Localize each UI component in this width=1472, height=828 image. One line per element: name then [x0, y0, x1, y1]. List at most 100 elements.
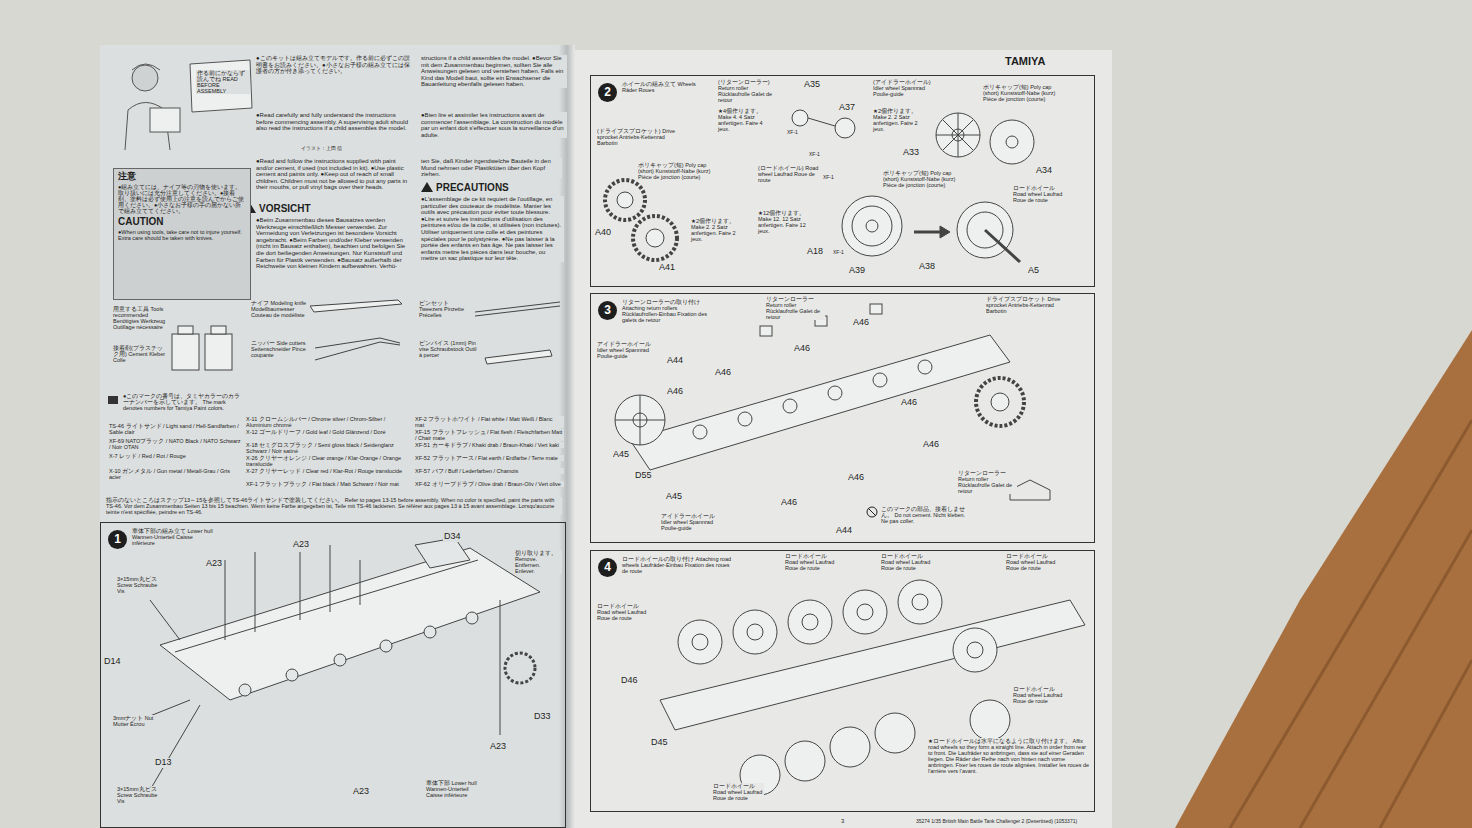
instruction-text: 用意する工具 Tools recommended Benötigtes Werk…: [112, 306, 169, 330]
instruction-text: ドライブスプロケット Drive sprocket Antriebs-Kette…: [985, 296, 1069, 314]
instruction-text: XF-57 バフ / Buff / Lederfarben / Chamois: [414, 468, 564, 474]
reader-illustration: [125, 60, 252, 150]
step-heading: ロードホイールの取り付け Attaching road wheels Laufr…: [622, 556, 732, 574]
part-number: A46: [900, 398, 918, 408]
instruction-text: ポリキャップ(短) Poly cap (short) Kunststoff-Na…: [637, 162, 719, 180]
part-number: PRECAUTIONS: [435, 182, 510, 193]
lower-hull-illustration: [140, 538, 540, 790]
part-number: A23: [205, 559, 223, 569]
caution-text: ●When using tools, take care not to inju…: [118, 229, 246, 241]
instruction-text: ●Read carefully and fully understand the…: [255, 112, 412, 132]
instruction-text: (アイドラーホイール) Idler wheel Spannrad Poulie-…: [872, 79, 936, 97]
caution-heading: 注意: [118, 172, 246, 182]
instruction-text: リターンローラー Return roller Rücklaufrolle Gal…: [765, 296, 825, 320]
part-number: A41: [658, 263, 676, 273]
return-roller-illustration: [615, 304, 1050, 500]
part-number: A46: [852, 318, 870, 328]
part-number: D46: [620, 676, 639, 686]
instruction-text: (ロードホイール) Road wheel Laufrad Roue de rou…: [757, 165, 821, 183]
part-number: A44: [666, 356, 684, 366]
instruction-text: ★ロードホイールは水平になるように取り付けます。 Affix road whee…: [927, 738, 1091, 774]
instruction-text: ★2個作ります。 Make 2. 2 Satz anfertigen. Fair…: [872, 108, 924, 132]
instruction-text: 3: [840, 818, 845, 825]
part-number: A5: [1027, 266, 1040, 276]
part-number: A37: [838, 103, 856, 113]
instruction-text: XF-2 フラットホワイト / Flat white / Matt Weiß /…: [414, 416, 564, 428]
instruction-text: ●Beim Zusammenbau dieses Bausatzes werde…: [255, 217, 412, 270]
part-number: A33: [902, 148, 920, 158]
instruction-text: ピンセット Tweezers Pinzette Précelles: [418, 300, 475, 318]
instruction-text: アイドラーホイール Idler wheel Spannrad Poulie-gu…: [596, 341, 653, 359]
caution-text: ●組み立てには、ナイフ等の刃物を使います。取り扱いには充分注意してください。●接…: [118, 184, 246, 214]
part-number: A40: [594, 228, 612, 238]
instruction-text: ロードホイール Road wheel Laufrad Roue de route: [784, 553, 836, 571]
part-number: A23: [352, 787, 370, 797]
instruction-text: ナイフ Modeling knife Modellbaumesser Coute…: [250, 300, 310, 318]
instruction-text: X-11 クロームシルバー / Chrome silver / Chrom-Si…: [245, 416, 412, 428]
part-number: A38: [918, 262, 936, 272]
part-number: A44: [835, 526, 853, 536]
instruction-text: XF-62 オリーブドラブ / Olive drab / Braun-Oliv …: [414, 481, 564, 487]
instruction-text: 指示のないところはステップ13～15を参照してTS-46ライトサンドで塗装してく…: [105, 497, 562, 515]
part-number: VORSICHT: [258, 203, 312, 214]
caution-box: 注意 ●組み立てには、ナイフ等の刃物を使います。取り扱いには充分注意してください。…: [113, 168, 251, 300]
instruction-text: ロードホイール Road wheel Laufrad Roue de route: [596, 603, 648, 621]
part-number: A46: [714, 368, 732, 378]
instruction-text: ●L'assemblage de ce kit requiert de l'ou…: [420, 196, 564, 262]
part-number: A45: [612, 450, 630, 460]
instruction-text: ★2個作ります。 Make 2. 2 Satz anfertigen. Fair…: [690, 218, 742, 242]
instruction-text: X-7 レッド / Red / Rot / Rouge: [108, 453, 242, 459]
part-number: A39: [848, 266, 866, 276]
part-number: D34: [443, 532, 462, 542]
instruction-text: ピンバイス (1mm) Pin vise Schraubstock Outil …: [418, 340, 480, 358]
step-number: 2: [598, 83, 617, 102]
instruction-text: リターンローラー Return roller Rücklaufrolle Gal…: [957, 470, 1017, 494]
instruction-text: XF-1: [822, 175, 835, 181]
part-number: A35: [803, 80, 821, 90]
instruction-text: 3mmナット Nut Mutter Écrou: [112, 715, 160, 727]
instruction-text: XF-69 NATOブラック / NATO Black / NATO Schwa…: [108, 438, 242, 450]
step-number: 3: [598, 301, 617, 320]
instruction-text: 車体下部 Lower hull Wannen-Unterteil Caisse …: [425, 780, 487, 798]
instruction-text: (ドライブスプロケット) Drive sprocket Antriebs-Ket…: [596, 128, 678, 146]
instruction-text: 切り取ります。 Remove. Entfernen. Enlever.: [514, 550, 562, 574]
instruction-text: 接着剤(プラスチック用) Cement Kleber Colle: [112, 345, 169, 363]
instruction-text: ロードホイール Road wheel Laufrad Roue de route: [880, 553, 932, 571]
part-number: A46: [793, 344, 811, 354]
instruction-text: ポリキャップ(短) Poly cap (short) Kunststoff-Na…: [982, 84, 1069, 102]
part-number: A46: [847, 473, 865, 483]
instruction-text: このマークの部品、接着しません。 Do not cement. Nicht kl…: [880, 506, 967, 524]
part-number: A46: [666, 387, 684, 397]
instruction-text: X-10 ガンメタル / Gun metal / Metall-Grau / G…: [108, 468, 242, 480]
instruction-text: 作る前にかならず読んでね READ BEFORE ASSEMBLY: [196, 70, 250, 94]
instruction-text: ポリキャップ(短) Poly cap (short) Kunststoff-Na…: [882, 170, 969, 188]
part-number: A23: [292, 540, 310, 550]
wood-floor: [1175, 330, 1472, 828]
step-panel: 3 リターンローラーの取り付け Attaching return rollers …: [590, 293, 1095, 543]
instruction-text: XF-52 フラットアース / Flat earth / Erdfarbe / …: [414, 455, 564, 461]
part-number: A45: [665, 492, 683, 502]
instruction-text: 3×15mm丸ビス Screw Schraube Vis: [116, 786, 166, 804]
instruction-text: ●このマークの番号は、タミヤカラーのカラーナンバーを示しています。 The ma…: [122, 393, 242, 411]
instruction-text: ●このキットは組み立てモデルです。作る前に必ずこの説明書をお読みください。●小さ…: [255, 55, 412, 75]
instruction-text: XF-51 カーキドラブ / Khaki drab / Braun-Khaki …: [414, 442, 564, 448]
instruction-text: (リターンローラー) Return roller Rücklaufrolle G…: [717, 79, 781, 103]
step-heading: リターンローラーの取り付け Attaching return rollers R…: [622, 299, 710, 323]
instruction-text: アイドラーホイール Idler wheel Spannrad Poulie-gu…: [660, 513, 717, 531]
part-number: A46: [922, 440, 940, 450]
part-number: D14: [103, 657, 122, 667]
step-number: 1: [108, 530, 127, 549]
instruction-text: ●Bien lire et assimiler les instructions…: [420, 112, 567, 138]
step-heading: ホイールの組み立て Wheels Räder Roues: [622, 81, 710, 93]
step-panel: 1車体下部の組み立て Lower hull Wannen-Unterteil C…: [100, 522, 566, 828]
instruction-text: 3×15mm丸ビス Screw Schraube Vis: [116, 576, 166, 594]
instruction-text: ★4個作ります。 Make 4. 4 Satz anfertigen. Fair…: [717, 108, 769, 132]
instruction-text: ten Sie, daß Kinder irgendwelche Bauteil…: [420, 158, 562, 178]
part-number: A46: [780, 498, 798, 508]
left-page: [100, 45, 567, 828]
instruction-text: ●Read and follow the instructions suppli…: [255, 158, 412, 191]
caution-heading: CAUTION: [118, 216, 246, 227]
tool-illustrations: [172, 300, 560, 370]
instruction-text: XF-1: [832, 250, 845, 256]
